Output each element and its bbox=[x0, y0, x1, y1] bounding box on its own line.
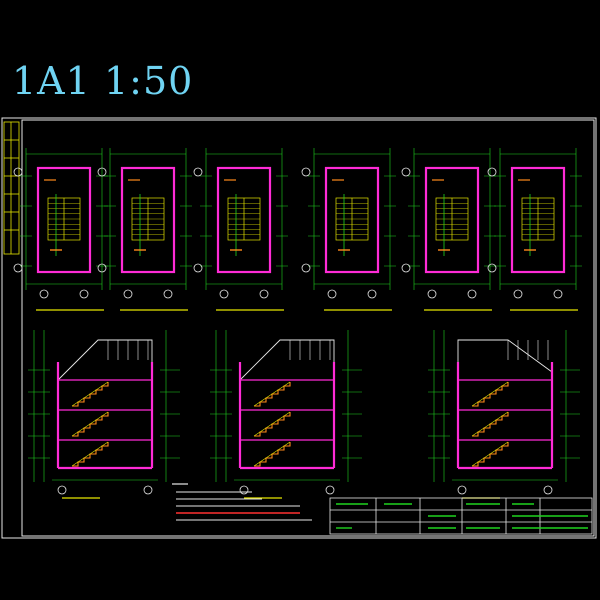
grid-axis-bubble bbox=[467, 289, 477, 299]
stair-plans-row bbox=[13, 148, 582, 311]
grid-axis-bubble bbox=[97, 167, 107, 177]
plan-wall-outline bbox=[120, 166, 176, 274]
grid-axis-bubble bbox=[325, 485, 335, 495]
grid-axis-bubble bbox=[13, 167, 23, 177]
plan-wall-outline bbox=[324, 166, 380, 274]
grid-axis-bubble bbox=[97, 263, 107, 273]
plan-wall-outline bbox=[510, 166, 566, 274]
plan-wall-outline bbox=[216, 166, 272, 274]
grid-axis-bubble bbox=[367, 289, 377, 299]
stair-plan-4 bbox=[301, 148, 396, 311]
section-handrail bbox=[471, 411, 509, 437]
grid-axis-bubble bbox=[487, 263, 497, 273]
section-roof-outline bbox=[57, 339, 153, 381]
general-notes-block bbox=[172, 483, 312, 521]
section-handrail bbox=[253, 381, 291, 407]
stair-sections-row bbox=[28, 330, 580, 499]
grid-axis-bubble bbox=[239, 485, 249, 495]
grid-axis-bubble bbox=[327, 289, 337, 299]
stair-plan-1 bbox=[13, 148, 108, 311]
section-handrail bbox=[471, 381, 509, 407]
grid-axis-bubble bbox=[553, 289, 563, 299]
section-handrail bbox=[253, 441, 291, 467]
sheet-inner-frame bbox=[21, 119, 595, 537]
grid-axis-bubble bbox=[513, 289, 523, 299]
stair-plan-6 bbox=[487, 148, 582, 311]
grid-axis-bubble bbox=[57, 485, 67, 495]
stair-plan-2 bbox=[97, 148, 192, 311]
section-roof-outline bbox=[239, 339, 335, 381]
grid-axis-bubble bbox=[163, 289, 173, 299]
stair-plan-5 bbox=[401, 148, 496, 311]
grid-axis-bubble bbox=[301, 263, 311, 273]
grid-axis-bubble bbox=[259, 289, 269, 299]
drawing-scale-label: 1:50 bbox=[104, 59, 194, 103]
stair-plan-3 bbox=[193, 148, 288, 311]
section-handrail bbox=[253, 411, 291, 437]
grid-axis-bubble bbox=[123, 289, 133, 299]
grid-axis-bubble bbox=[427, 289, 437, 299]
grid-axis-bubble bbox=[193, 167, 203, 177]
section-handrail bbox=[71, 411, 109, 437]
grid-axis-bubble bbox=[39, 289, 49, 299]
grid-axis-bubble bbox=[219, 289, 229, 299]
plan-wall-outline bbox=[424, 166, 480, 274]
grid-axis-bubble bbox=[193, 263, 203, 273]
grid-axis-bubble bbox=[79, 289, 89, 299]
title-block bbox=[329, 497, 593, 535]
grid-axis-bubble bbox=[487, 167, 497, 177]
section-handrail bbox=[71, 441, 109, 467]
grid-axis-bubble bbox=[13, 263, 23, 273]
sheet-id-label: 1A1 bbox=[12, 59, 91, 103]
grid-axis-bubble bbox=[301, 167, 311, 177]
stair-section-1 bbox=[28, 330, 180, 499]
grid-axis-bubble bbox=[401, 263, 411, 273]
grid-axis-bubble bbox=[457, 485, 467, 495]
sheet-outer-frame bbox=[1, 117, 597, 539]
section-handrail bbox=[471, 441, 509, 467]
section-handrail bbox=[71, 381, 109, 407]
grid-axis-bubble bbox=[143, 485, 153, 495]
stair-section-2 bbox=[210, 330, 362, 499]
grid-axis-bubble bbox=[401, 167, 411, 177]
grid-axis-bubble bbox=[543, 485, 553, 495]
binding-strip bbox=[3, 121, 20, 255]
plan-wall-outline bbox=[36, 166, 92, 274]
